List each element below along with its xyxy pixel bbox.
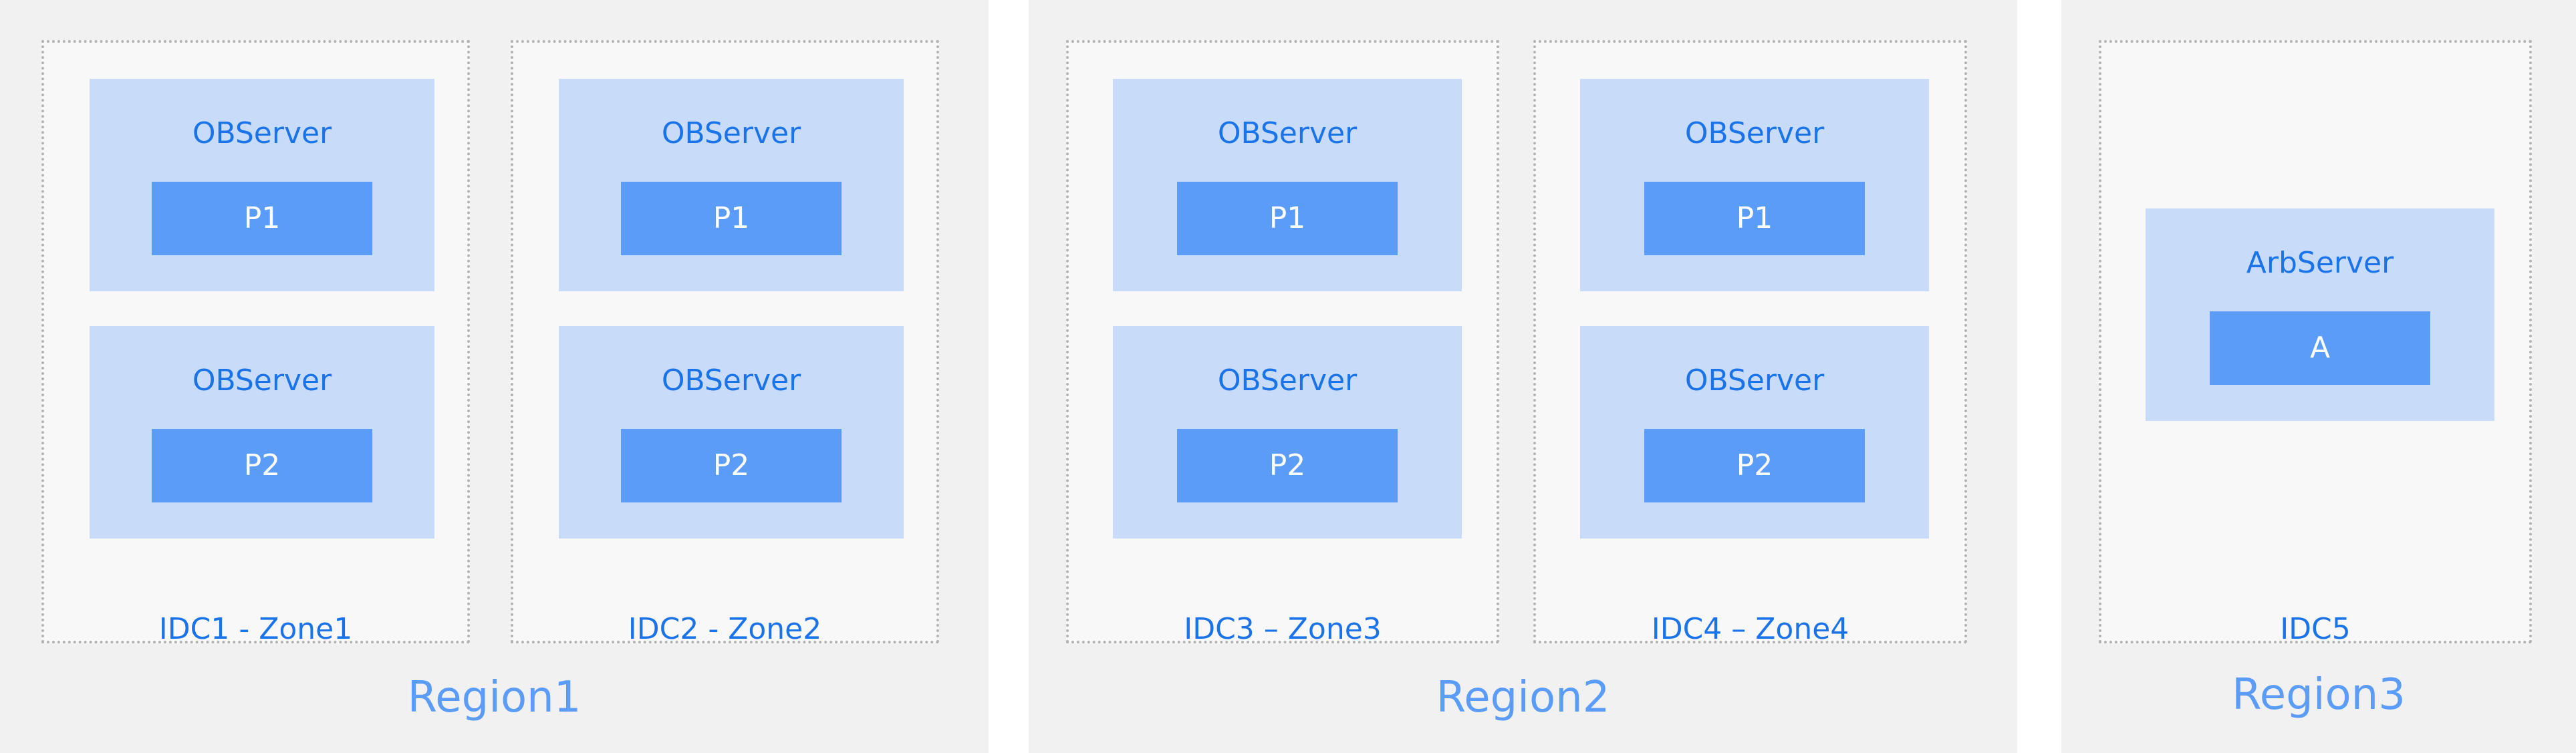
observer-node: OBServer P1 (559, 79, 904, 291)
server-name: OBServer (192, 363, 332, 398)
partition-p2: P2 (1177, 429, 1398, 502)
partition-p2: P2 (1644, 429, 1865, 502)
partition-p1: P1 (1644, 182, 1865, 255)
zone-idc1: OBServer P1 OBServer P2 IDC1 - Zone1 (41, 40, 470, 646)
server-name: OBServer (1217, 363, 1358, 398)
partition-p1: P1 (1177, 182, 1398, 255)
partition-p2: P2 (152, 429, 372, 502)
observer-node: OBServer P1 (90, 79, 434, 291)
region-label: Region1 (407, 673, 582, 722)
zone-idc4: OBServer P1 OBServer P2 IDC4 – Zone4 (1533, 40, 1967, 646)
region-3: ArbServer A IDC5 Region3 (2061, 0, 2576, 753)
region-label: Region3 (2232, 670, 2406, 720)
zone-label: IDC5 (2280, 612, 2351, 646)
server-name: OBServer (1684, 116, 1825, 150)
zone-label: IDC2 - Zone2 (628, 612, 822, 646)
server-name: OBServer (661, 363, 801, 398)
server-name: OBServer (1684, 363, 1825, 398)
observer-node: OBServer P2 (559, 326, 904, 539)
arbserver-node: ArbServer A (2146, 208, 2494, 421)
arbitration-replica: A (2210, 311, 2430, 385)
server-name: ArbServer (2246, 246, 2394, 280)
region-2: OBServer P1 OBServer P2 IDC3 – Zone3 OBS… (1029, 0, 2017, 753)
partition-p2: P2 (621, 429, 842, 502)
server-name: OBServer (192, 116, 332, 150)
observer-node: OBServer P1 (1113, 79, 1462, 291)
partition-p1: P1 (621, 182, 842, 255)
observer-node: OBServer P2 (90, 326, 434, 539)
observer-node: OBServer P2 (1580, 326, 1929, 539)
zone-label: IDC3 – Zone3 (1184, 612, 1382, 646)
server-name: OBServer (1217, 116, 1358, 150)
server-name: OBServer (661, 116, 801, 150)
zone-label: IDC4 – Zone4 (1651, 612, 1849, 646)
zone-idc2: OBServer P1 OBServer P2 IDC2 - Zone2 (511, 40, 939, 646)
zone-label: IDC1 - Zone1 (158, 612, 353, 646)
zone-idc3: OBServer P1 OBServer P2 IDC3 – Zone3 (1066, 40, 1499, 646)
observer-node: OBServer P1 (1580, 79, 1929, 291)
region-1: OBServer P1 OBServer P2 IDC1 - Zone1 OBS… (0, 0, 989, 753)
zone-idc5: ArbServer A IDC5 (2099, 40, 2532, 646)
partition-p1: P1 (152, 182, 372, 255)
region-label: Region2 (1436, 673, 1610, 722)
observer-node: OBServer P2 (1113, 326, 1462, 539)
